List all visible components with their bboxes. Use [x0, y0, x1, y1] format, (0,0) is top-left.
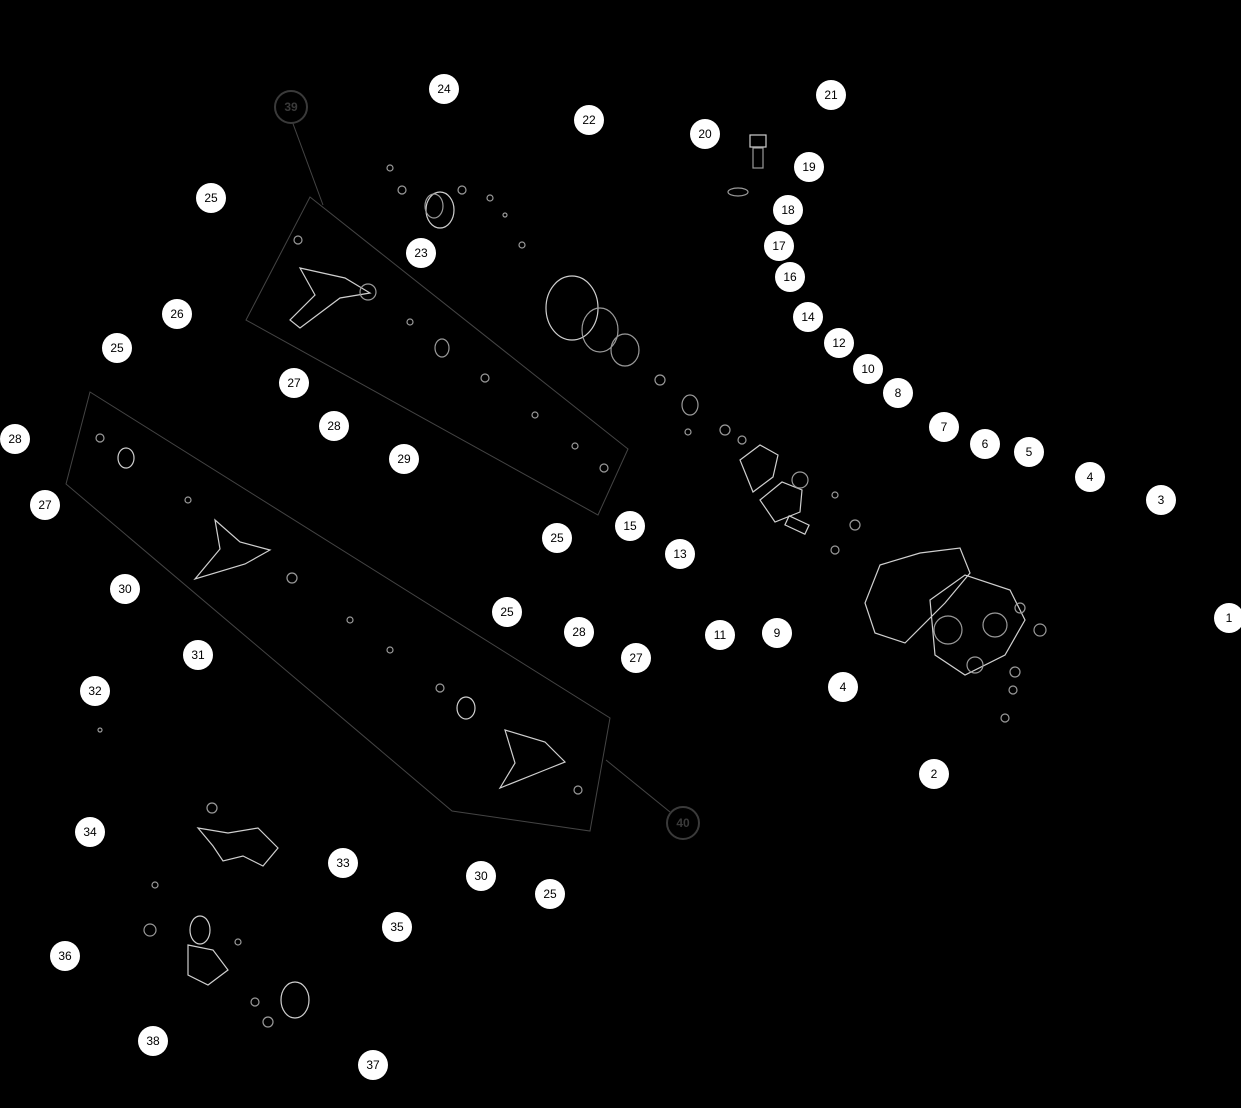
- callout-25: 25: [196, 183, 226, 213]
- callout-32: 32: [80, 676, 110, 706]
- group-callout-39: 39: [274, 90, 308, 124]
- callout-35: 35: [382, 912, 412, 942]
- callout-4: 4: [1075, 462, 1105, 492]
- callout-4: 4: [828, 672, 858, 702]
- callout-25: 25: [492, 597, 522, 627]
- callout-18: 18: [773, 195, 803, 225]
- group-39-frame: [245, 196, 629, 516]
- callout-29: 29: [389, 444, 419, 474]
- callout-25: 25: [535, 879, 565, 909]
- callout-23: 23: [406, 238, 436, 268]
- lower-left-parts: [97, 727, 310, 1028]
- callout-27: 27: [279, 368, 309, 398]
- callout-33: 33: [328, 848, 358, 878]
- callout-27: 27: [621, 643, 651, 673]
- callout-31: 31: [183, 640, 213, 670]
- group-callout-40: 40: [666, 806, 700, 840]
- callout-30: 30: [110, 574, 140, 604]
- callout-24: 24: [429, 74, 459, 104]
- callout-13: 13: [665, 539, 695, 569]
- callout-25: 25: [102, 333, 132, 363]
- callout-38: 38: [138, 1026, 168, 1056]
- callout-34: 34: [75, 817, 105, 847]
- callout-2: 2: [919, 759, 949, 789]
- callout-21: 21: [816, 80, 846, 110]
- callout-8: 8: [883, 378, 913, 408]
- callout-11: 11: [705, 620, 735, 650]
- callout-9: 9: [762, 618, 792, 648]
- callout-27: 27: [30, 490, 60, 520]
- bolt-parts: [727, 134, 767, 197]
- pinion-parts: [739, 444, 861, 555]
- callout-25: 25: [542, 523, 572, 553]
- callout-10: 10: [853, 354, 883, 384]
- callout-22: 22: [574, 105, 604, 135]
- callout-3: 3: [1146, 485, 1176, 515]
- group-40-parts: [95, 433, 583, 795]
- callout-28: 28: [0, 424, 30, 454]
- callout-16: 16: [775, 262, 805, 292]
- group-40-leader: [605, 759, 671, 813]
- housing: [864, 547, 1047, 723]
- callout-12: 12: [824, 328, 854, 358]
- callout-6: 6: [970, 429, 1000, 459]
- callout-7: 7: [929, 412, 959, 442]
- callout-26: 26: [162, 299, 192, 329]
- callout-28: 28: [564, 617, 594, 647]
- callout-14: 14: [793, 302, 823, 332]
- callout-37: 37: [358, 1050, 388, 1080]
- upper-shaft-parts: [386, 164, 747, 445]
- group-39-parts: [289, 235, 609, 473]
- callout-1: 1: [1214, 603, 1241, 633]
- callout-36: 36: [50, 941, 80, 971]
- callout-17: 17: [764, 231, 794, 261]
- callout-5: 5: [1014, 437, 1044, 467]
- callout-19: 19: [794, 152, 824, 182]
- callout-28: 28: [319, 411, 349, 441]
- callout-30: 30: [466, 861, 496, 891]
- group-40-frame: [65, 391, 611, 832]
- callout-15: 15: [615, 511, 645, 541]
- callout-20: 20: [690, 119, 720, 149]
- group-39-leader: [291, 120, 324, 206]
